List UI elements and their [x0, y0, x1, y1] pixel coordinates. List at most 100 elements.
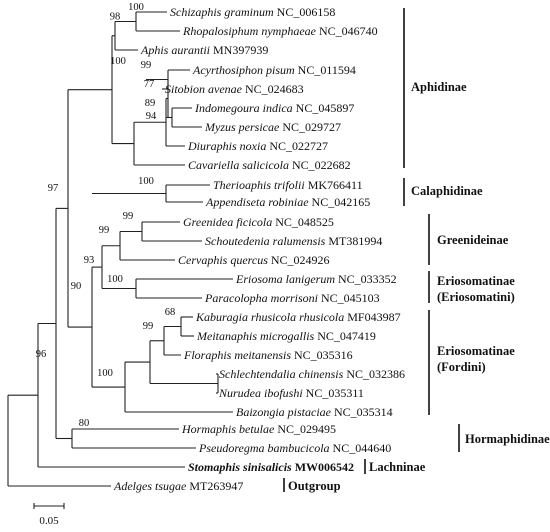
taxon-label: Floraphis meitanensis NC_035316 [183, 348, 353, 362]
subfamily-label: Calaphidinae [411, 184, 483, 198]
taxon-label: Paracolopha morrisoni NC_045103 [204, 291, 380, 305]
species-name: Aphis aurantii [140, 43, 213, 57]
taxon-label: Cervaphis quercus NC_024926 [178, 253, 330, 267]
subfamily-label: (Eriosomatini) [437, 290, 515, 304]
species-name: Sitobion avenae [165, 82, 245, 96]
species-name: Paracolopha morrisoni [204, 291, 321, 305]
subfamily-label: Eriosomatinae [437, 344, 515, 358]
accession-number: MN397939 [213, 43, 268, 57]
bootstrap-value: 97 [48, 183, 59, 194]
taxon-label: Appendiseta robiniae NC_042165 [205, 195, 370, 209]
accession-number: MT263947 [189, 479, 243, 493]
bootstrap-value: 68 [165, 307, 176, 318]
bootstrap-value: 99 [123, 211, 134, 222]
accession-number: MK766411 [308, 178, 363, 192]
taxon-label: Rhopalosiphum nymphaeae NC_046740 [182, 24, 378, 38]
subfamily-label: Eriosomatinae [437, 274, 515, 288]
species-name: Acyrthosiphon pisum [192, 63, 298, 77]
subfamily-label: Lachninae [369, 460, 426, 474]
taxon-label: Schlechtendalia chinensis NC_032386 [219, 367, 405, 381]
bootstrap-value: 99 [99, 225, 110, 236]
species-name: Indomegoura indica [194, 101, 296, 115]
species-name: Greenidea ficicola [183, 215, 275, 229]
accession-number: NC_047419 [317, 329, 376, 343]
accession-number: MF043987 [347, 310, 400, 324]
species-name: Adelges tsugae [113, 479, 189, 493]
bootstrap-value: 100 [128, 2, 144, 13]
subfamily-label: (Fordini) [437, 360, 486, 374]
accession-number: NC_035316 [294, 348, 353, 362]
taxon-label: Sitobion avenae NC_024683 [165, 82, 304, 96]
accession-number: NC_048525 [275, 215, 334, 229]
bootstrap-value: 100 [110, 56, 126, 67]
accession-number: NC_024926 [271, 253, 330, 267]
bootstrap-value: 89 [145, 98, 156, 109]
bootstrap-value: 77 [144, 79, 155, 90]
accession-number: NC_035311 [306, 386, 364, 400]
species-name: Nurudea ibofushi [218, 386, 306, 400]
accession-number: NC_024683 [245, 82, 304, 96]
accession-number: NC_046740 [319, 24, 378, 38]
accession-number: NC_022682 [292, 158, 351, 172]
subfamily-label: Aphidinae [411, 80, 467, 94]
species-name: Cavariella salicicola [188, 158, 292, 172]
species-name: Stomaphis sinisalicis [188, 460, 295, 474]
taxon-label: Schoutedenia ralumensis MT381994 [205, 234, 382, 248]
taxon-label: Diuraphis noxia NC_022727 [187, 139, 328, 153]
species-name: Schlechtendalia chinensis [219, 367, 346, 381]
subfamily-label: Outgroup [288, 479, 341, 493]
species-name: Rhopalosiphum nymphaeae [182, 24, 319, 38]
bootstrap-value: 94 [146, 111, 157, 122]
taxon-label: Aphis aurantii MN397939 [140, 43, 268, 57]
taxon-label: Eriosoma lanigerum NC_033352 [235, 272, 397, 286]
species-name: Cervaphis quercus [178, 253, 271, 267]
accession-number: NC_032386 [346, 367, 405, 381]
accession-number: NC_033352 [338, 272, 397, 286]
bootstrap-value: 99 [141, 60, 152, 71]
bootstrap-value: 100 [138, 176, 154, 187]
taxon-label: Adelges tsugae MT263947 [113, 479, 243, 493]
taxon-label: Hormaphis betulae NC_029495 [181, 422, 336, 436]
bootstrap-value: 100 [97, 368, 113, 379]
accession-number: MT381994 [328, 234, 382, 248]
taxon-label: Acyrthosiphon pisum NC_011594 [192, 63, 356, 77]
bootstrap-value: 90 [71, 281, 82, 292]
species-name: Floraphis meitanensis [183, 348, 294, 362]
species-name: Myzus persicae [204, 120, 282, 134]
species-name: Pseudoregma bambucicola [198, 441, 333, 455]
species-name: Hormaphis betulae [181, 422, 277, 436]
subfamily-label: Hormaphidinae [465, 432, 550, 446]
taxon-label: Indomegoura indica NC_045897 [194, 101, 354, 115]
bootstrap-value: 80 [79, 418, 90, 429]
accession-number: MW006542 [295, 460, 354, 474]
accession-number: NC_045103 [321, 291, 380, 305]
taxon-label: Greenidea ficicola NC_048525 [183, 215, 334, 229]
species-name: Schoutedenia ralumensis [205, 234, 328, 248]
species-name: Meitanaphis microgallis [196, 329, 317, 343]
taxon-label: Myzus persicae NC_029727 [204, 120, 341, 134]
accession-number: NC_011594 [298, 63, 356, 77]
species-name: Kaburagia rhusicola rhusicola [195, 310, 347, 324]
accession-number: NC_044640 [333, 441, 392, 455]
taxon-label: Baizongia pistaciae NC_035314 [236, 405, 393, 419]
taxon-label: Schizaphis graminum NC_006158 [170, 5, 335, 19]
species-name: Schizaphis graminum [170, 5, 277, 19]
bootstrap-value: 96 [36, 349, 47, 360]
scale-bar-label: 0.05 [39, 515, 59, 527]
accession-number: NC_045897 [296, 101, 355, 115]
bootstrap-value: 98 [110, 12, 121, 23]
bootstrap-value: 99 [143, 321, 154, 332]
species-name: Appendiseta robiniae [205, 195, 312, 209]
taxon-label: Therioaphis trifolii MK766411 [213, 178, 363, 192]
taxon-label: Pseudoregma bambucicola NC_044640 [198, 441, 391, 455]
taxon-label: Cavariella salicicola NC_022682 [188, 158, 351, 172]
bootstrap-value: 100 [107, 274, 123, 285]
accession-number: NC_042165 [312, 195, 371, 209]
taxon-label: Kaburagia rhusicola rhusicola MF043987 [195, 310, 401, 324]
tree-branches [7, 11, 233, 487]
species-name: Baizongia pistaciae [236, 405, 334, 419]
species-name: Diuraphis noxia [187, 139, 269, 153]
accession-number: NC_006158 [277, 5, 336, 19]
